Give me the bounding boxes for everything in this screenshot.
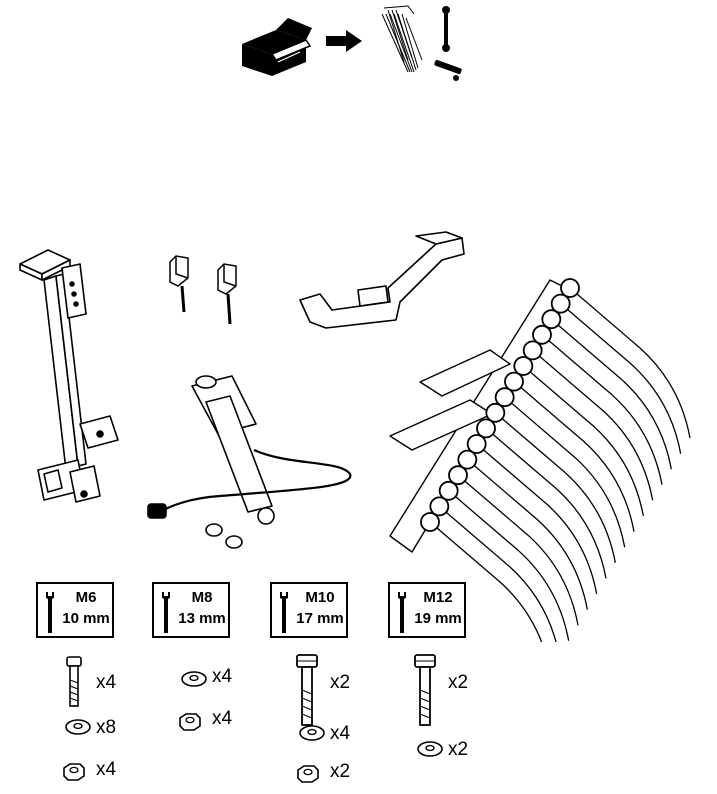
support-bracket-icon: [299, 231, 465, 329]
quantity-label: x2: [330, 672, 351, 693]
quantity-label: x2: [448, 672, 469, 693]
bolt-icon: [294, 654, 320, 728]
nut-icon: [178, 712, 202, 732]
wrench-icon: [398, 592, 406, 633]
rake-tine: [438, 505, 557, 642]
tine-loop: [420, 512, 440, 532]
tine-loop: [541, 309, 562, 330]
quantity-label: x2: [448, 739, 469, 760]
quantity-label: x4: [330, 723, 351, 744]
wrench-size-label: 10 mm: [62, 610, 110, 627]
nut-icon: [62, 762, 86, 782]
rake-tine: [532, 349, 654, 501]
nut-icon: [296, 764, 320, 784]
washer-icon: [416, 740, 444, 758]
quantity-label: x4: [212, 666, 233, 687]
tine-loop: [550, 293, 571, 314]
rake-tine: [457, 474, 579, 626]
bolt-icon: [412, 654, 438, 728]
rake-tine: [485, 427, 607, 579]
wrench-size-label: 13 mm: [178, 610, 226, 627]
rake-tine: [494, 412, 616, 563]
tine-loop: [438, 480, 459, 501]
wrench-size-label: 17 mm: [296, 610, 344, 627]
tine-loop: [532, 324, 552, 345]
tine-loop: [522, 340, 543, 361]
wrench-size-box: M6 10 mm: [36, 582, 114, 638]
thread-size-label: M6: [75, 589, 97, 606]
tine-loop: [560, 278, 580, 298]
tine-loop: [429, 496, 450, 517]
rake-tine: [466, 459, 588, 610]
tine-loop: [504, 371, 524, 392]
wrench-size-box: M8 13 mm: [152, 582, 230, 638]
rake-tine: [569, 287, 691, 439]
thread-size-label: M8: [191, 589, 213, 606]
wrench-size-label: 19 mm: [414, 610, 462, 627]
mounting-frame-icon: [19, 249, 119, 503]
quantity-label: x4: [212, 708, 233, 729]
quantity-label: x4: [96, 759, 117, 780]
washer-icon: [64, 718, 92, 736]
tine-loop: [513, 356, 534, 376]
rake-tine: [448, 490, 570, 641]
rake-tine: [476, 443, 598, 595]
thread-size-label: M10: [305, 589, 335, 606]
bolt-icon: [64, 656, 84, 708]
rake-tine: [513, 381, 635, 532]
rake-tine: [429, 521, 543, 642]
rake-tine: [541, 334, 663, 485]
tine-loop: [457, 449, 478, 470]
linear-actuator-icon: [147, 375, 352, 549]
tine-rake-icon: [389, 278, 691, 642]
tine-loop: [448, 465, 468, 486]
arrow-right-icon: [326, 30, 362, 52]
tine-loop: [476, 418, 496, 439]
washer-icon: [298, 724, 326, 742]
wrench-icon: [46, 592, 54, 633]
rake-tine: [522, 365, 644, 517]
rake-tine: [504, 396, 626, 548]
wrench-icon: [162, 592, 170, 633]
tine-loop: [494, 387, 515, 408]
quantity-label: x2: [330, 761, 351, 782]
tine-loop: [485, 402, 506, 423]
quantity-label: x4: [96, 672, 117, 693]
wrench-size-box: M12 19 mm: [388, 582, 466, 638]
kit-contents-thumbnail-icon: [381, 5, 462, 81]
tines-group: [420, 278, 691, 642]
rake-tine: [560, 303, 682, 454]
rake-tine: [550, 318, 672, 470]
wrench-icon: [280, 592, 288, 633]
thread-size-label: M12: [423, 589, 453, 606]
tine-loop: [466, 434, 487, 454]
unboxing-header: [236, 4, 476, 88]
quantity-label: x8: [96, 717, 117, 738]
wrench-size-box: M10 17 mm: [270, 582, 348, 638]
washer-icon: [180, 670, 208, 688]
clip-bolt-icon: [169, 255, 237, 325]
open-box-icon: [242, 18, 312, 76]
